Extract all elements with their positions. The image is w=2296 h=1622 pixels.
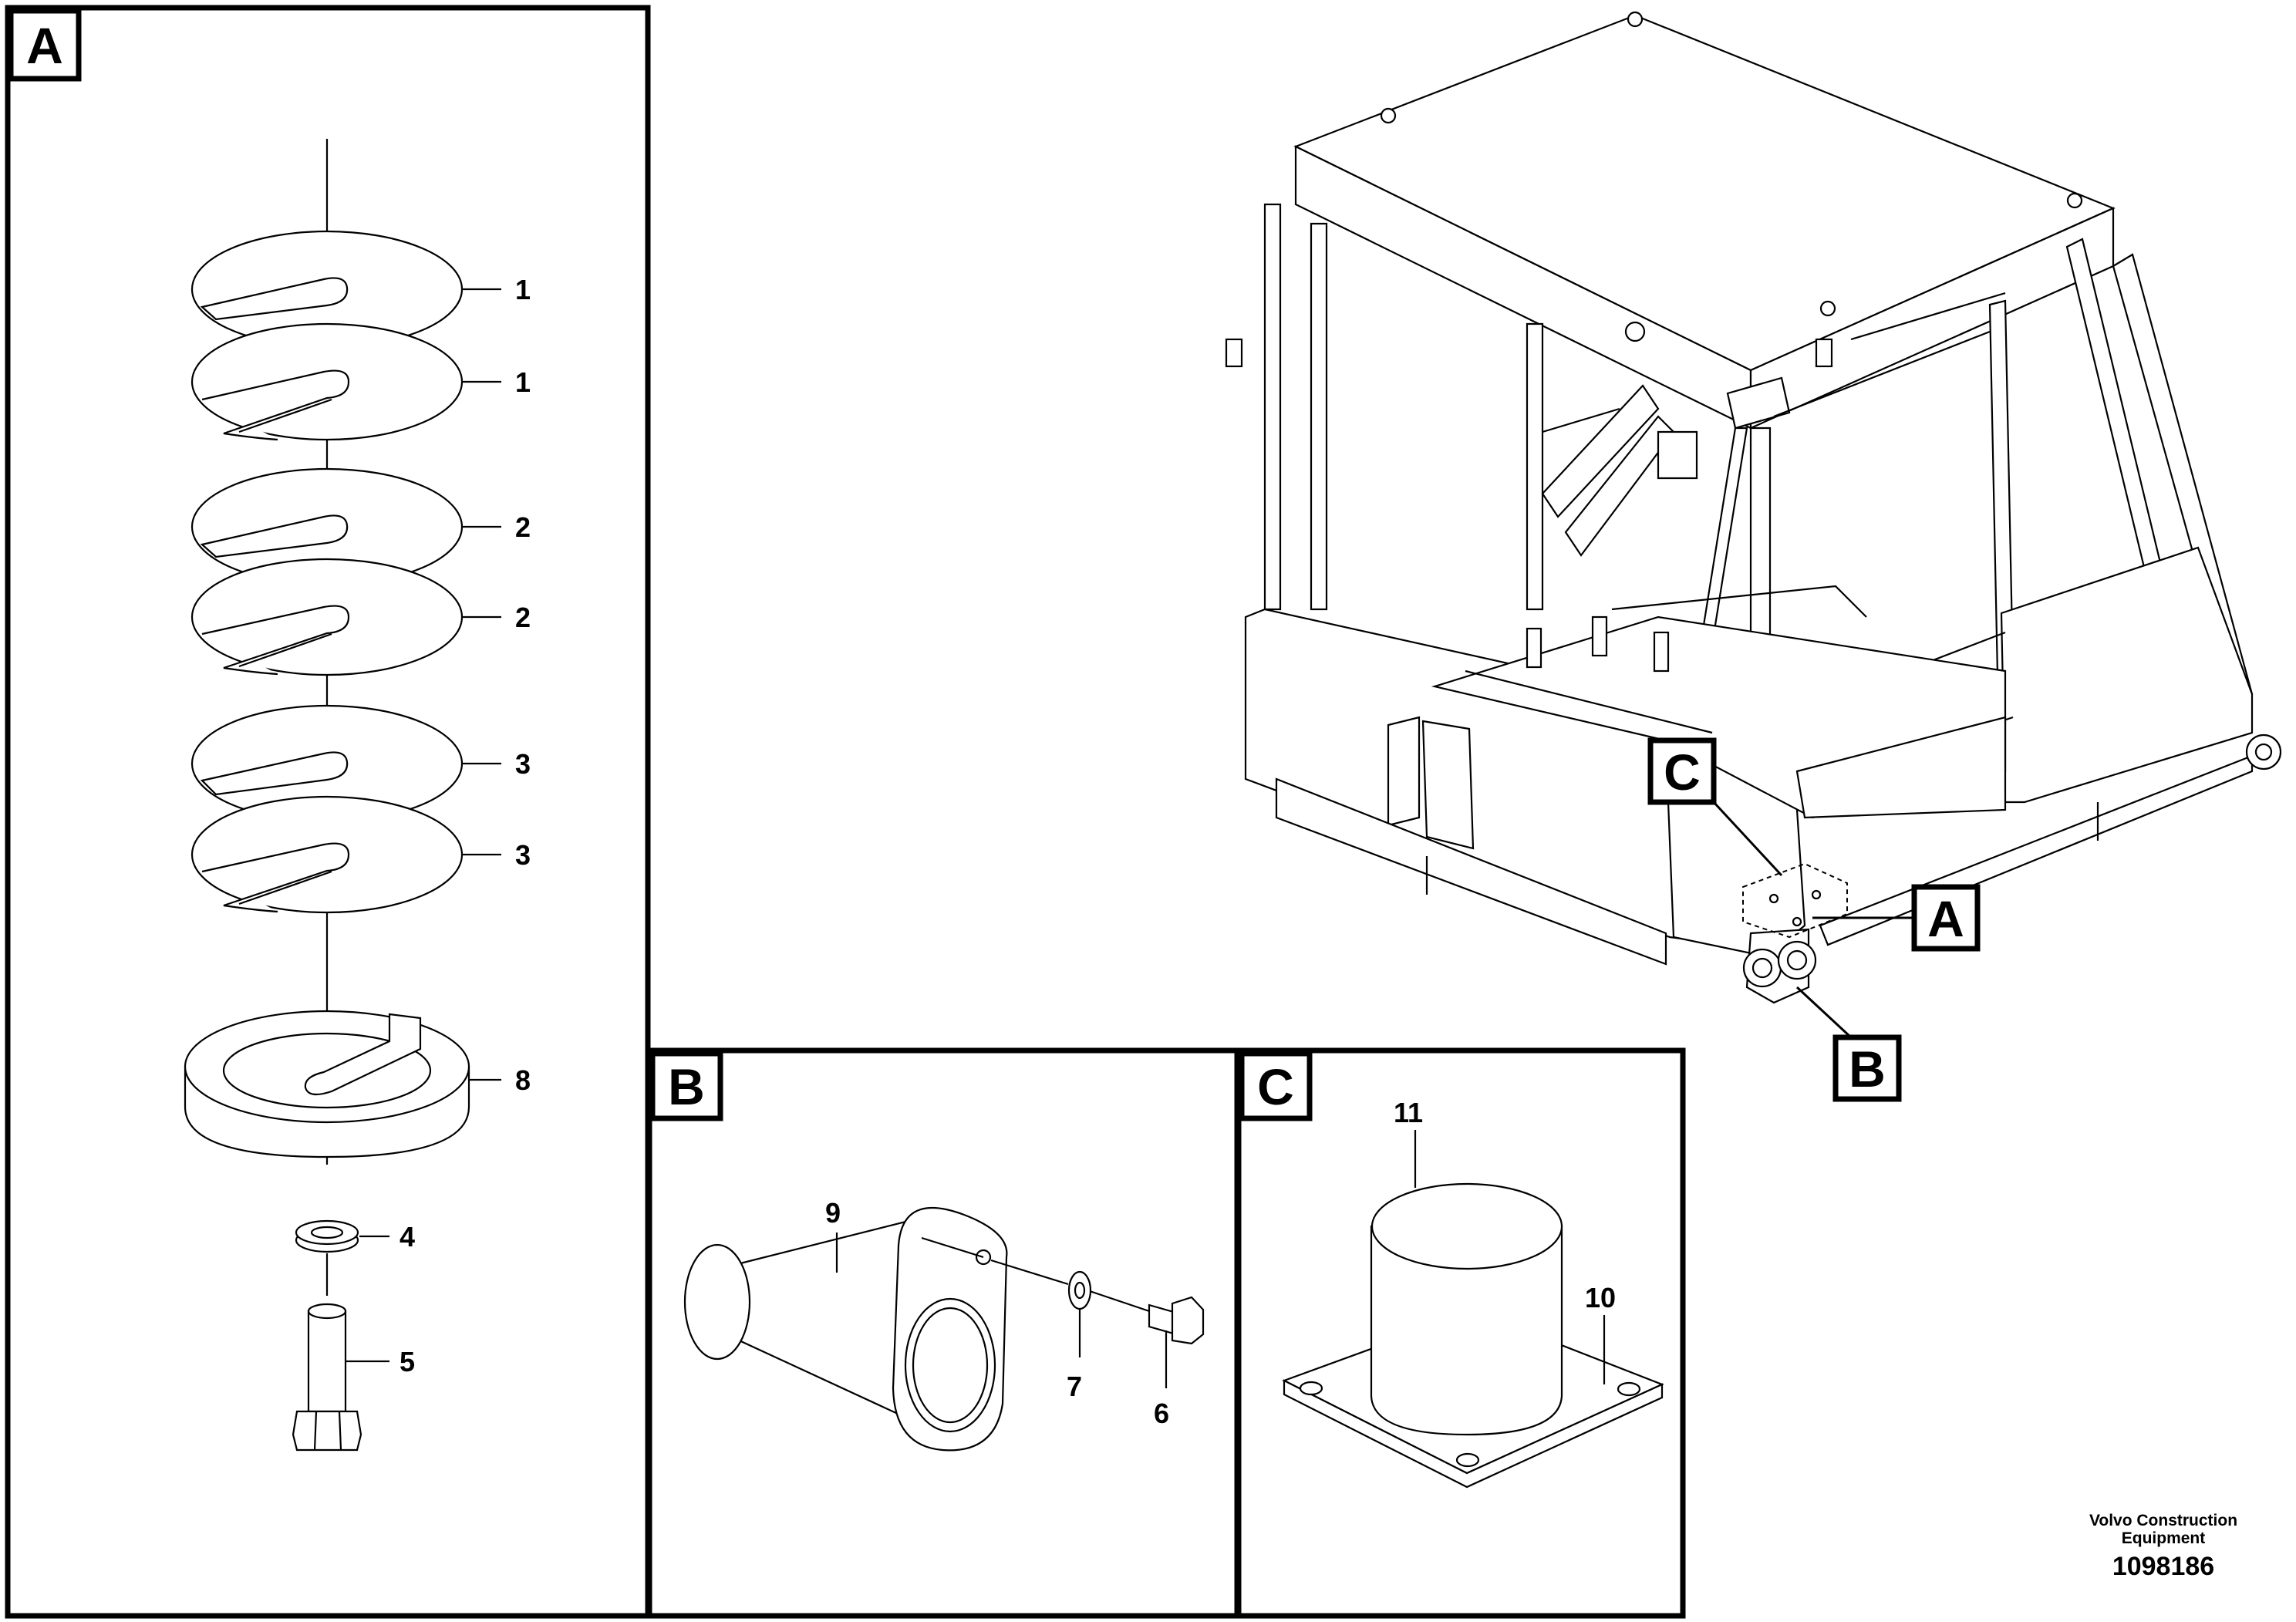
shim-2-lower	[190, 558, 464, 676]
svg-text:B: B	[1849, 1040, 1886, 1098]
overview-tag-a: A	[1812, 884, 1981, 952]
shim-3-lower	[190, 795, 464, 914]
callout-3b: 3	[515, 839, 531, 871]
callout-3a: 3	[515, 748, 531, 780]
svg-text:C: C	[1664, 744, 1701, 801]
panel-b-drawing	[683, 1207, 1205, 1452]
shim-3-upper	[190, 704, 464, 823]
panel-c-drawing	[1282, 1130, 1664, 1489]
shim-1-upper	[190, 230, 464, 349]
callout-9: 9	[825, 1197, 841, 1229]
svg-text:C: C	[1257, 1058, 1294, 1115]
cab-overview-drawing	[1225, 11, 2282, 1004]
callout-2b: 2	[515, 602, 531, 633]
panel-c-tag: C	[1239, 1050, 1313, 1121]
overview-tag-c: C	[1647, 737, 1783, 877]
company-name-line2: Equipment	[2122, 1529, 2206, 1547]
callout-1b: 1	[515, 366, 531, 398]
callout-6: 6	[1154, 1398, 1169, 1429]
svg-text:B: B	[668, 1058, 705, 1115]
overview-tag-b: B	[1795, 986, 1902, 1102]
panel-a-tag: A	[8, 8, 82, 82]
spacer-ring-8	[184, 1010, 470, 1158]
svg-text:A: A	[26, 17, 63, 74]
bolt-5	[292, 1253, 362, 1452]
panel-b-tag: B	[649, 1050, 723, 1121]
drawing-number: 1098186	[2112, 1552, 2214, 1581]
callout-4: 4	[400, 1221, 415, 1253]
company-name-line1: Volvo Construction	[2089, 1512, 2237, 1529]
svg-text:A: A	[1927, 890, 1964, 947]
callout-8: 8	[515, 1064, 531, 1096]
shim-1-lower	[190, 322, 464, 441]
callout-10: 10	[1585, 1282, 1616, 1313]
panel-a-frame	[5, 5, 651, 1619]
callout-7: 7	[1067, 1371, 1082, 1402]
washer-4	[295, 1219, 359, 1253]
panel-c-frame	[1236, 1047, 1686, 1619]
callout-5: 5	[400, 1346, 415, 1378]
callout-1a: 1	[515, 274, 531, 305]
callout-11: 11	[1394, 1097, 1423, 1128]
callout-2a: 2	[515, 511, 531, 543]
panel-a-drawing	[184, 139, 501, 1452]
